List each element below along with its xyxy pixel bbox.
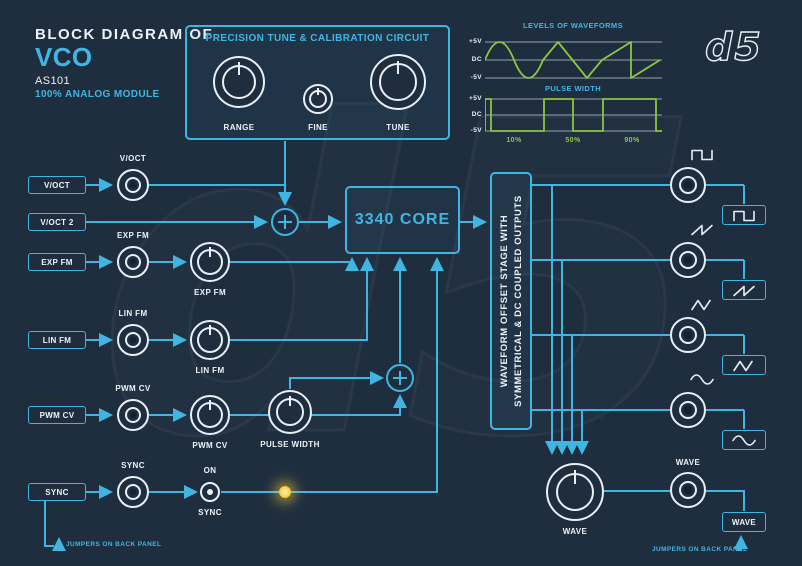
calibration-title: PRECISION TUNE & CALIBRATION CIRCUIT	[205, 33, 430, 44]
calibration-circuit-box: PRECISION TUNE & CALIBRATION CIRCUIT RAN…	[185, 25, 450, 140]
pulse-10-label: 10%	[506, 137, 522, 144]
page-subtitle: 100% ANALOG MODULE	[35, 89, 160, 100]
pwmcv-jack	[117, 399, 149, 431]
tune-knob	[370, 54, 426, 110]
pwmcv-input-box: PWM CV	[28, 406, 86, 424]
expfm-jack-label: EXP FM	[116, 231, 150, 240]
tune-knob-label: TUNE	[386, 123, 410, 132]
triangle-output-box	[722, 355, 766, 375]
pwmcv-jack-label: PWM CV	[115, 384, 151, 393]
wave-knob	[546, 463, 604, 521]
level-minus5-label: -5V	[470, 74, 482, 81]
core-box: 3340 CORE	[345, 186, 460, 254]
sync-switch-on-label: ON	[203, 466, 217, 475]
pulse-width-graph	[485, 98, 662, 132]
level-plus5-label: +5V	[469, 38, 482, 45]
square-output-jack	[670, 167, 706, 203]
sine-wave-icon	[732, 434, 756, 446]
pwmcv-knob	[190, 395, 230, 435]
pulse-90-label: 90%	[624, 137, 640, 144]
voct-input-box: V/OCT	[28, 176, 86, 194]
sine-wave-icon	[690, 374, 714, 385]
wave-knob-label: WAVE	[562, 527, 588, 536]
range-knob	[213, 56, 265, 108]
pwm-sum-icon	[386, 364, 414, 392]
wave-jack-label: WAVE	[675, 458, 701, 467]
linfm-jack-label: LIN FM	[118, 309, 148, 318]
pulse-dc-label: DC	[471, 111, 482, 118]
jumpers-note-left: JUMPERS ON BACK PANEL	[66, 541, 162, 548]
pitch-sum-icon	[271, 208, 299, 236]
expfm-jack	[117, 246, 149, 278]
wave-output-box: WAVE	[722, 512, 766, 532]
square-wave-icon	[733, 210, 755, 221]
pulse-minus5-label: -5V	[470, 127, 482, 134]
level-dc-label: DC	[471, 56, 482, 63]
page-eyebrow: BLOCK DIAGRAM OF	[35, 26, 214, 43]
saw-wave-icon	[691, 224, 713, 236]
expfm-knob-label: EXP FM	[193, 288, 227, 297]
offset-stage-label: WAVEFORM OFFSET STAGE WITH SYMMETRICAL &…	[491, 176, 531, 426]
jumpers-note-right: JUMPERS ON BACK PANEL	[652, 546, 748, 553]
range-knob-label: RANGE	[223, 123, 255, 132]
page-title: VCO	[35, 42, 93, 72]
expfm-knob	[190, 242, 230, 282]
sine-output-jack	[670, 392, 706, 428]
offset-stage-line2: SYMMETRICAL & DC COUPLED OUTPUTS	[512, 195, 524, 407]
triangle-wave-icon	[691, 299, 711, 311]
pwmcv-knob-label: PWM CV	[192, 441, 228, 450]
sync-jack	[117, 476, 149, 508]
pulse-width-knob	[268, 390, 312, 434]
square-output-box	[722, 205, 766, 225]
wave-output-jack	[670, 472, 706, 508]
svg-text:d5: d5	[705, 25, 763, 68]
sync-switch	[200, 482, 220, 502]
saw-wave-icon	[733, 285, 755, 296]
model-number: AS101	[35, 75, 71, 87]
sync-switch-label: SYNC	[198, 508, 222, 517]
pulse-50-label: 50%	[565, 137, 581, 144]
triangle-output-jack	[670, 317, 706, 353]
offset-stage-line1: WAVEFORM OFFSET STAGE WITH	[498, 214, 510, 388]
sine-output-box	[722, 430, 766, 450]
pulse-plus5-label: +5V	[469, 95, 482, 102]
linfm-jack	[117, 324, 149, 356]
voct2-input-box: V/OCT 2	[28, 213, 86, 231]
sync-input-box: SYNC	[28, 483, 86, 501]
waveform-levels-graph	[485, 41, 662, 79]
saw-output-jack	[670, 242, 706, 278]
voct-jack-label: V/OCT	[119, 154, 147, 163]
linfm-input-box: LIN FM	[28, 331, 86, 349]
pulse-width-knob-label: PULSE WIDTH	[260, 440, 320, 449]
triangle-wave-icon	[733, 360, 753, 371]
fine-knob	[303, 84, 333, 114]
linfm-knob	[190, 320, 230, 360]
levels-panel-title: LEVELS OF WAVEFORMS	[523, 21, 623, 30]
linfm-knob-label: LIN FM	[195, 366, 225, 375]
saw-output-box	[722, 280, 766, 300]
fine-knob-label: FINE	[308, 123, 328, 132]
brand-logo: d5	[704, 24, 763, 68]
voct-jack	[117, 169, 149, 201]
pulse-width-panel-title: PULSE WIDTH	[544, 84, 602, 93]
expfm-input-box: EXP FM	[28, 253, 86, 271]
offset-stage-box: WAVEFORM OFFSET STAGE WITH SYMMETRICAL &…	[490, 172, 532, 430]
square-wave-icon	[691, 149, 713, 161]
sync-led	[279, 486, 291, 498]
sync-jack-label: SYNC	[121, 461, 145, 470]
